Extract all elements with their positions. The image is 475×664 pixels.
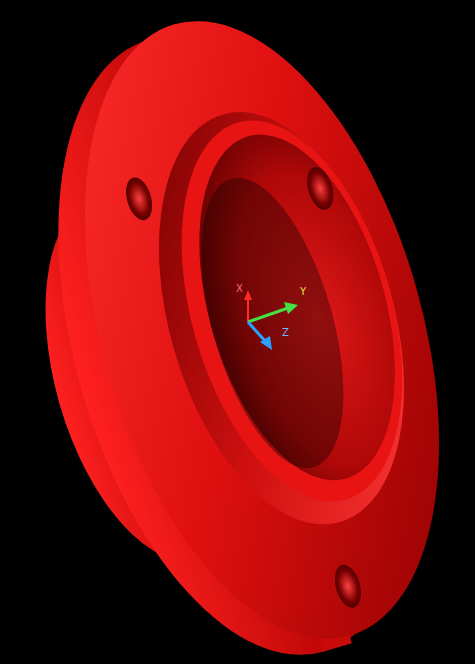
x-axis-head <box>244 290 252 300</box>
bore-shadow <box>173 162 371 483</box>
axis-gizmo <box>244 290 298 350</box>
axis-label: X <box>236 284 243 294</box>
ring-face <box>142 95 442 527</box>
z-axis-head <box>260 336 272 350</box>
z-axis-line <box>248 322 266 342</box>
bolt-hole <box>121 174 156 223</box>
y-axis-head <box>284 302 298 314</box>
bore <box>163 112 430 503</box>
y-axis-line <box>248 308 288 322</box>
axis-label: Y <box>300 287 306 297</box>
bolt-hole <box>330 562 365 611</box>
bolt-hole <box>303 164 338 213</box>
flange-face <box>21 0 475 664</box>
axis-label: Z <box>282 328 289 338</box>
x-axis-line <box>247 298 249 322</box>
raised-ring <box>115 84 447 553</box>
